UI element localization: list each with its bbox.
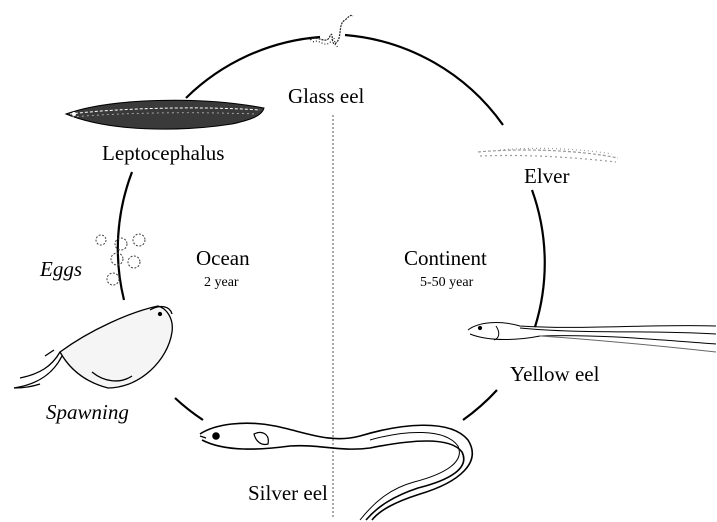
cycle-arc-left bbox=[118, 172, 132, 300]
elver-label: Elver bbox=[524, 164, 569, 189]
continent-duration-label: 5-50 year bbox=[420, 275, 473, 291]
cycle-arc-bottom-left bbox=[175, 398, 203, 420]
ocean-duration-label: 2 year bbox=[204, 275, 239, 291]
spawning-eel-icon bbox=[14, 306, 172, 388]
continent-region-label: Continent bbox=[404, 246, 487, 271]
silver-eel-icon bbox=[200, 423, 472, 520]
glass-eel-icon bbox=[310, 15, 353, 46]
silver-eel-label: Silver eel bbox=[248, 481, 328, 506]
yellow-eel-label: Yellow eel bbox=[510, 362, 599, 387]
ocean-region-label: Ocean bbox=[196, 246, 250, 271]
cycle-arc-top-right bbox=[345, 35, 503, 125]
glass-eel-label: Glass eel bbox=[288, 84, 364, 109]
leptocephalus-icon bbox=[66, 100, 264, 129]
leptocephalus-label: Leptocephalus bbox=[102, 141, 224, 166]
eggs-label: Eggs bbox=[40, 257, 82, 282]
cycle-arc-right bbox=[532, 190, 545, 327]
spawning-label: Spawning bbox=[46, 400, 129, 425]
elver-icon bbox=[478, 148, 618, 162]
cycle-arc-bottom-right bbox=[463, 390, 497, 420]
yellow-eel-icon bbox=[468, 323, 716, 352]
